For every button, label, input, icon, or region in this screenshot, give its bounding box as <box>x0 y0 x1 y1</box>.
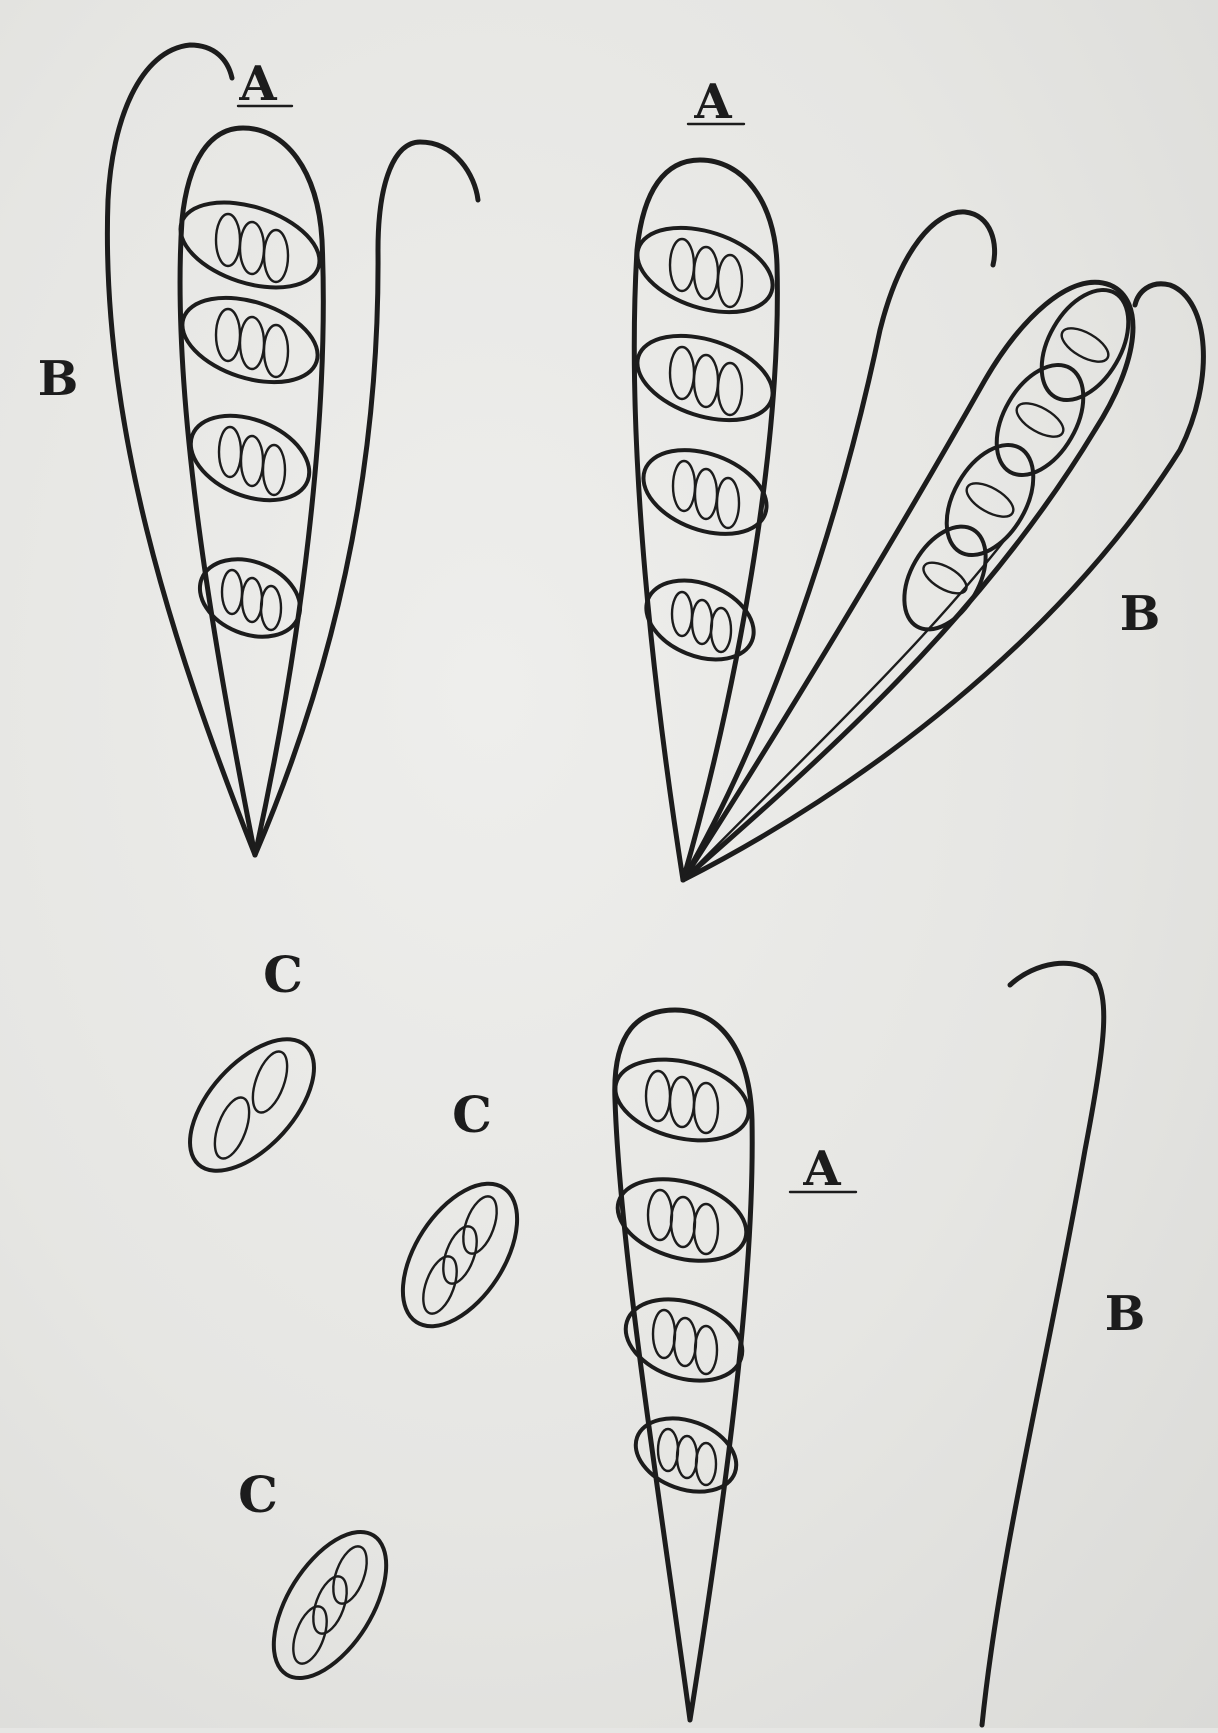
spore-2 <box>380 1164 541 1346</box>
label-B-top-right: B <box>1120 586 1161 642</box>
group-top-right: A B <box>627 74 1204 880</box>
group-top-left: A B <box>38 45 478 855</box>
group-bottom-right: A B <box>607 963 1145 1725</box>
group-spores: C C C <box>167 945 540 1697</box>
label-A-top-left: A <box>238 56 277 112</box>
spore-1 <box>167 1017 336 1192</box>
label-C-3: C <box>238 1465 278 1524</box>
label-A-bottom: A <box>802 1141 841 1197</box>
label-A-top-right: A <box>693 74 732 130</box>
label-B-bottom: B <box>1105 1286 1146 1342</box>
spore-3 <box>251 1513 409 1697</box>
paraphysis-bottom <box>982 963 1104 1725</box>
label-C-1: C <box>263 945 303 1004</box>
label-B-top-left: B <box>38 351 79 407</box>
ascus-top-left-spores <box>170 187 330 651</box>
label-C-2: C <box>452 1085 492 1144</box>
